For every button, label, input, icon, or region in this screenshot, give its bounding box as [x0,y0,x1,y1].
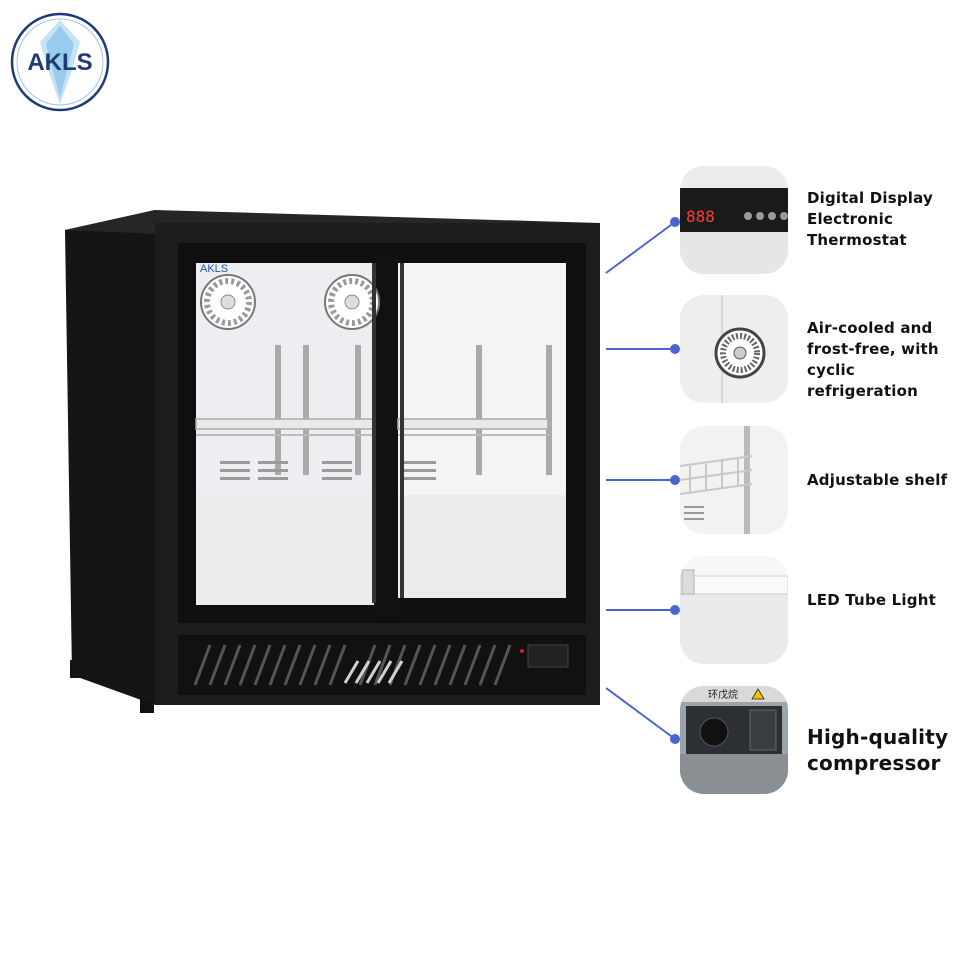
wire-shelf-icon [680,426,788,534]
logo-text: AKLS [27,49,92,76]
thermostat-thumbnail: 888 [680,166,788,274]
feature-label-led: LED Tube Light [807,591,936,609]
beverage-cooler-image: AKLS [60,205,605,715]
door-brand-badge: AKLS [200,263,229,275]
compressor-icon: 环戊烷 [680,686,788,794]
compressor-thumbnail: 环戊烷 [680,686,788,794]
feature-label-airflow: Air-cooled and frost-free, with cyclic r… [807,319,939,400]
feature-label-shelf: Adjustable shelf [807,471,948,489]
feature-label-thermostat: Digital Display Electronic Thermostat [807,189,933,249]
thermostat-readout: 888 [686,207,715,226]
led-tube-icon [680,556,788,664]
cyclopentane-sticker: 环戊烷 [708,688,738,701]
brand-logo: AKLS [10,12,110,112]
fan-thumbnail [680,295,788,403]
shelf-thumbnail [680,426,788,534]
fan-icon [680,295,788,403]
feature-label-compressor: High-quality compressor [807,725,949,775]
thermostat-display-icon: 888 [680,166,788,274]
led-thumbnail [680,556,788,664]
